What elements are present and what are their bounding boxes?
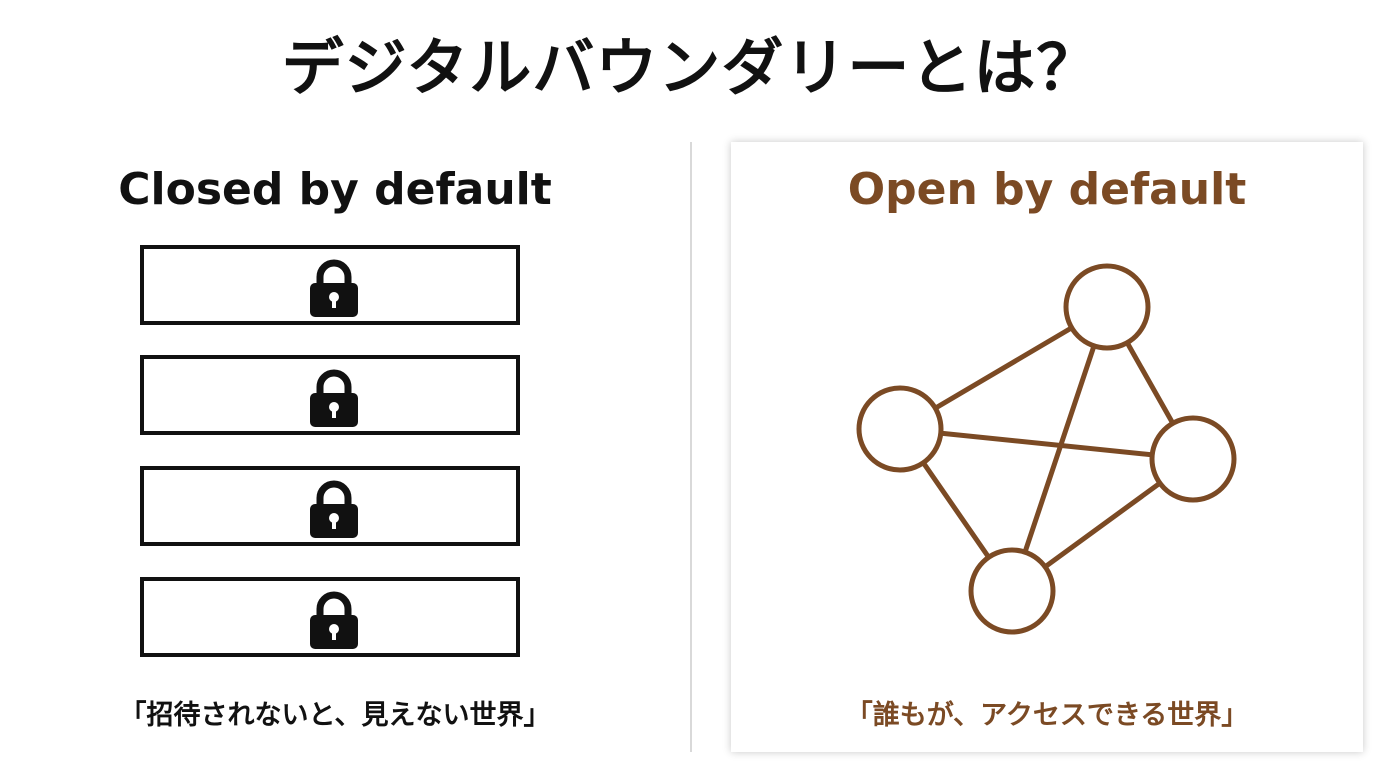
lock-icon — [310, 259, 358, 317]
locked-box — [140, 577, 520, 657]
locked-box — [140, 245, 520, 325]
lock-icon — [310, 369, 358, 427]
network-node — [968, 547, 1056, 635]
page-title: デジタルバウンダリーとは？ — [281, 31, 1100, 104]
open-panel-caption: 「誰もが、アクセスできる世界」 — [845, 700, 1249, 731]
network-node — [856, 385, 944, 473]
lock-icon — [310, 480, 358, 538]
closed-panel-caption: 「招待されないと、見えない世界」 — [119, 700, 551, 731]
network-diagram — [856, 263, 1237, 635]
panel-divider — [690, 142, 692, 752]
network-node — [1149, 415, 1237, 503]
open-by-default-panel: Open by default 「誰もが、アクセスできる世界」 — [731, 142, 1363, 752]
open-panel-heading: Open by default — [847, 164, 1247, 215]
locked-box — [140, 355, 520, 435]
closed-panel-heading: Closed by default — [118, 164, 552, 215]
locked-box — [140, 466, 520, 546]
closed-by-default-panel: Closed by default — [40, 142, 630, 752]
lock-icon — [310, 591, 358, 649]
network-edge — [1009, 304, 1110, 594]
network-edge — [897, 426, 1196, 462]
network-node — [1063, 263, 1151, 351]
